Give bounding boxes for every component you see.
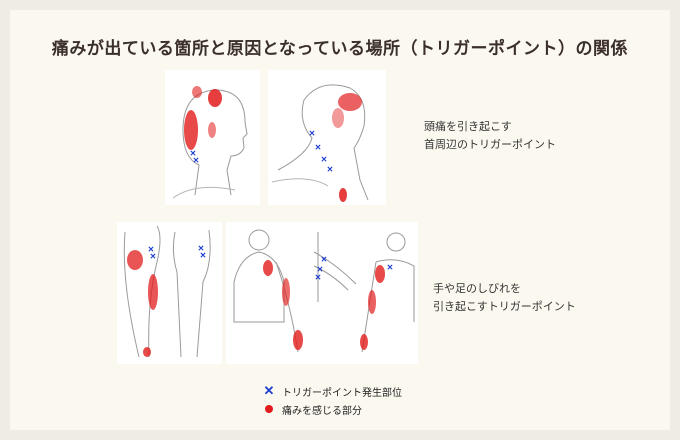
figure-lower-body: ✕ ✕ ✕ ✕ [117, 222, 222, 364]
legend-trigger-point: ✕ トリガーポイント発生部位 [262, 382, 402, 400]
legend-trigger-label: トリガーポイント発生部位 [282, 387, 402, 399]
svg-text:✕: ✕ [198, 243, 205, 253]
svg-text:✕: ✕ [193, 155, 200, 165]
legend-pain-area: 痛みを感じる部分 [262, 400, 402, 418]
caption-head-line-1: 頭痛を引き起こす [424, 120, 512, 133]
caption-head: 頭痛を引き起こす 首周辺のトリガーポイント [424, 118, 556, 154]
figure-head-back: ✕ ✕ ✕ ✕ [268, 70, 386, 205]
red-dot-icon [262, 405, 276, 413]
legend: ✕ トリガーポイント発生部位 痛みを感じる部分 [262, 382, 402, 418]
svg-text:✕: ✕ [150, 251, 157, 261]
cross-icon: ✕ [263, 383, 275, 399]
svg-text:✕: ✕ [315, 142, 322, 152]
caption-head-line-2: 首周辺のトリガーポイント [424, 138, 556, 151]
caption-limbs: 手や足のしびれを 引き起こすトリガーポイント [433, 280, 576, 316]
svg-text:✕: ✕ [327, 164, 334, 174]
svg-text:✕: ✕ [200, 250, 207, 260]
svg-text:✕: ✕ [321, 254, 328, 264]
svg-text:✕: ✕ [321, 154, 328, 164]
caption-limbs-line-1: 手や足のしびれを [433, 282, 521, 295]
svg-text:✕: ✕ [190, 148, 197, 158]
svg-text:✕: ✕ [315, 272, 322, 282]
svg-text:✕: ✕ [317, 264, 324, 274]
figure-head-side: ✕ ✕ [165, 70, 260, 205]
svg-text:✕: ✕ [387, 262, 394, 272]
svg-text:✕: ✕ [148, 244, 155, 254]
legend-pain-label: 痛みを感じる部分 [282, 405, 362, 417]
figure-upper-body: ✕ ✕ ✕ ✕ [226, 222, 418, 364]
page-title: 痛みが出ている箇所と原因となっている場所（トリガーポイント）の関係 [51, 39, 629, 59]
caption-limbs-line-2: 引き起こすトリガーポイント [433, 300, 576, 313]
svg-text:✕: ✕ [309, 128, 316, 138]
